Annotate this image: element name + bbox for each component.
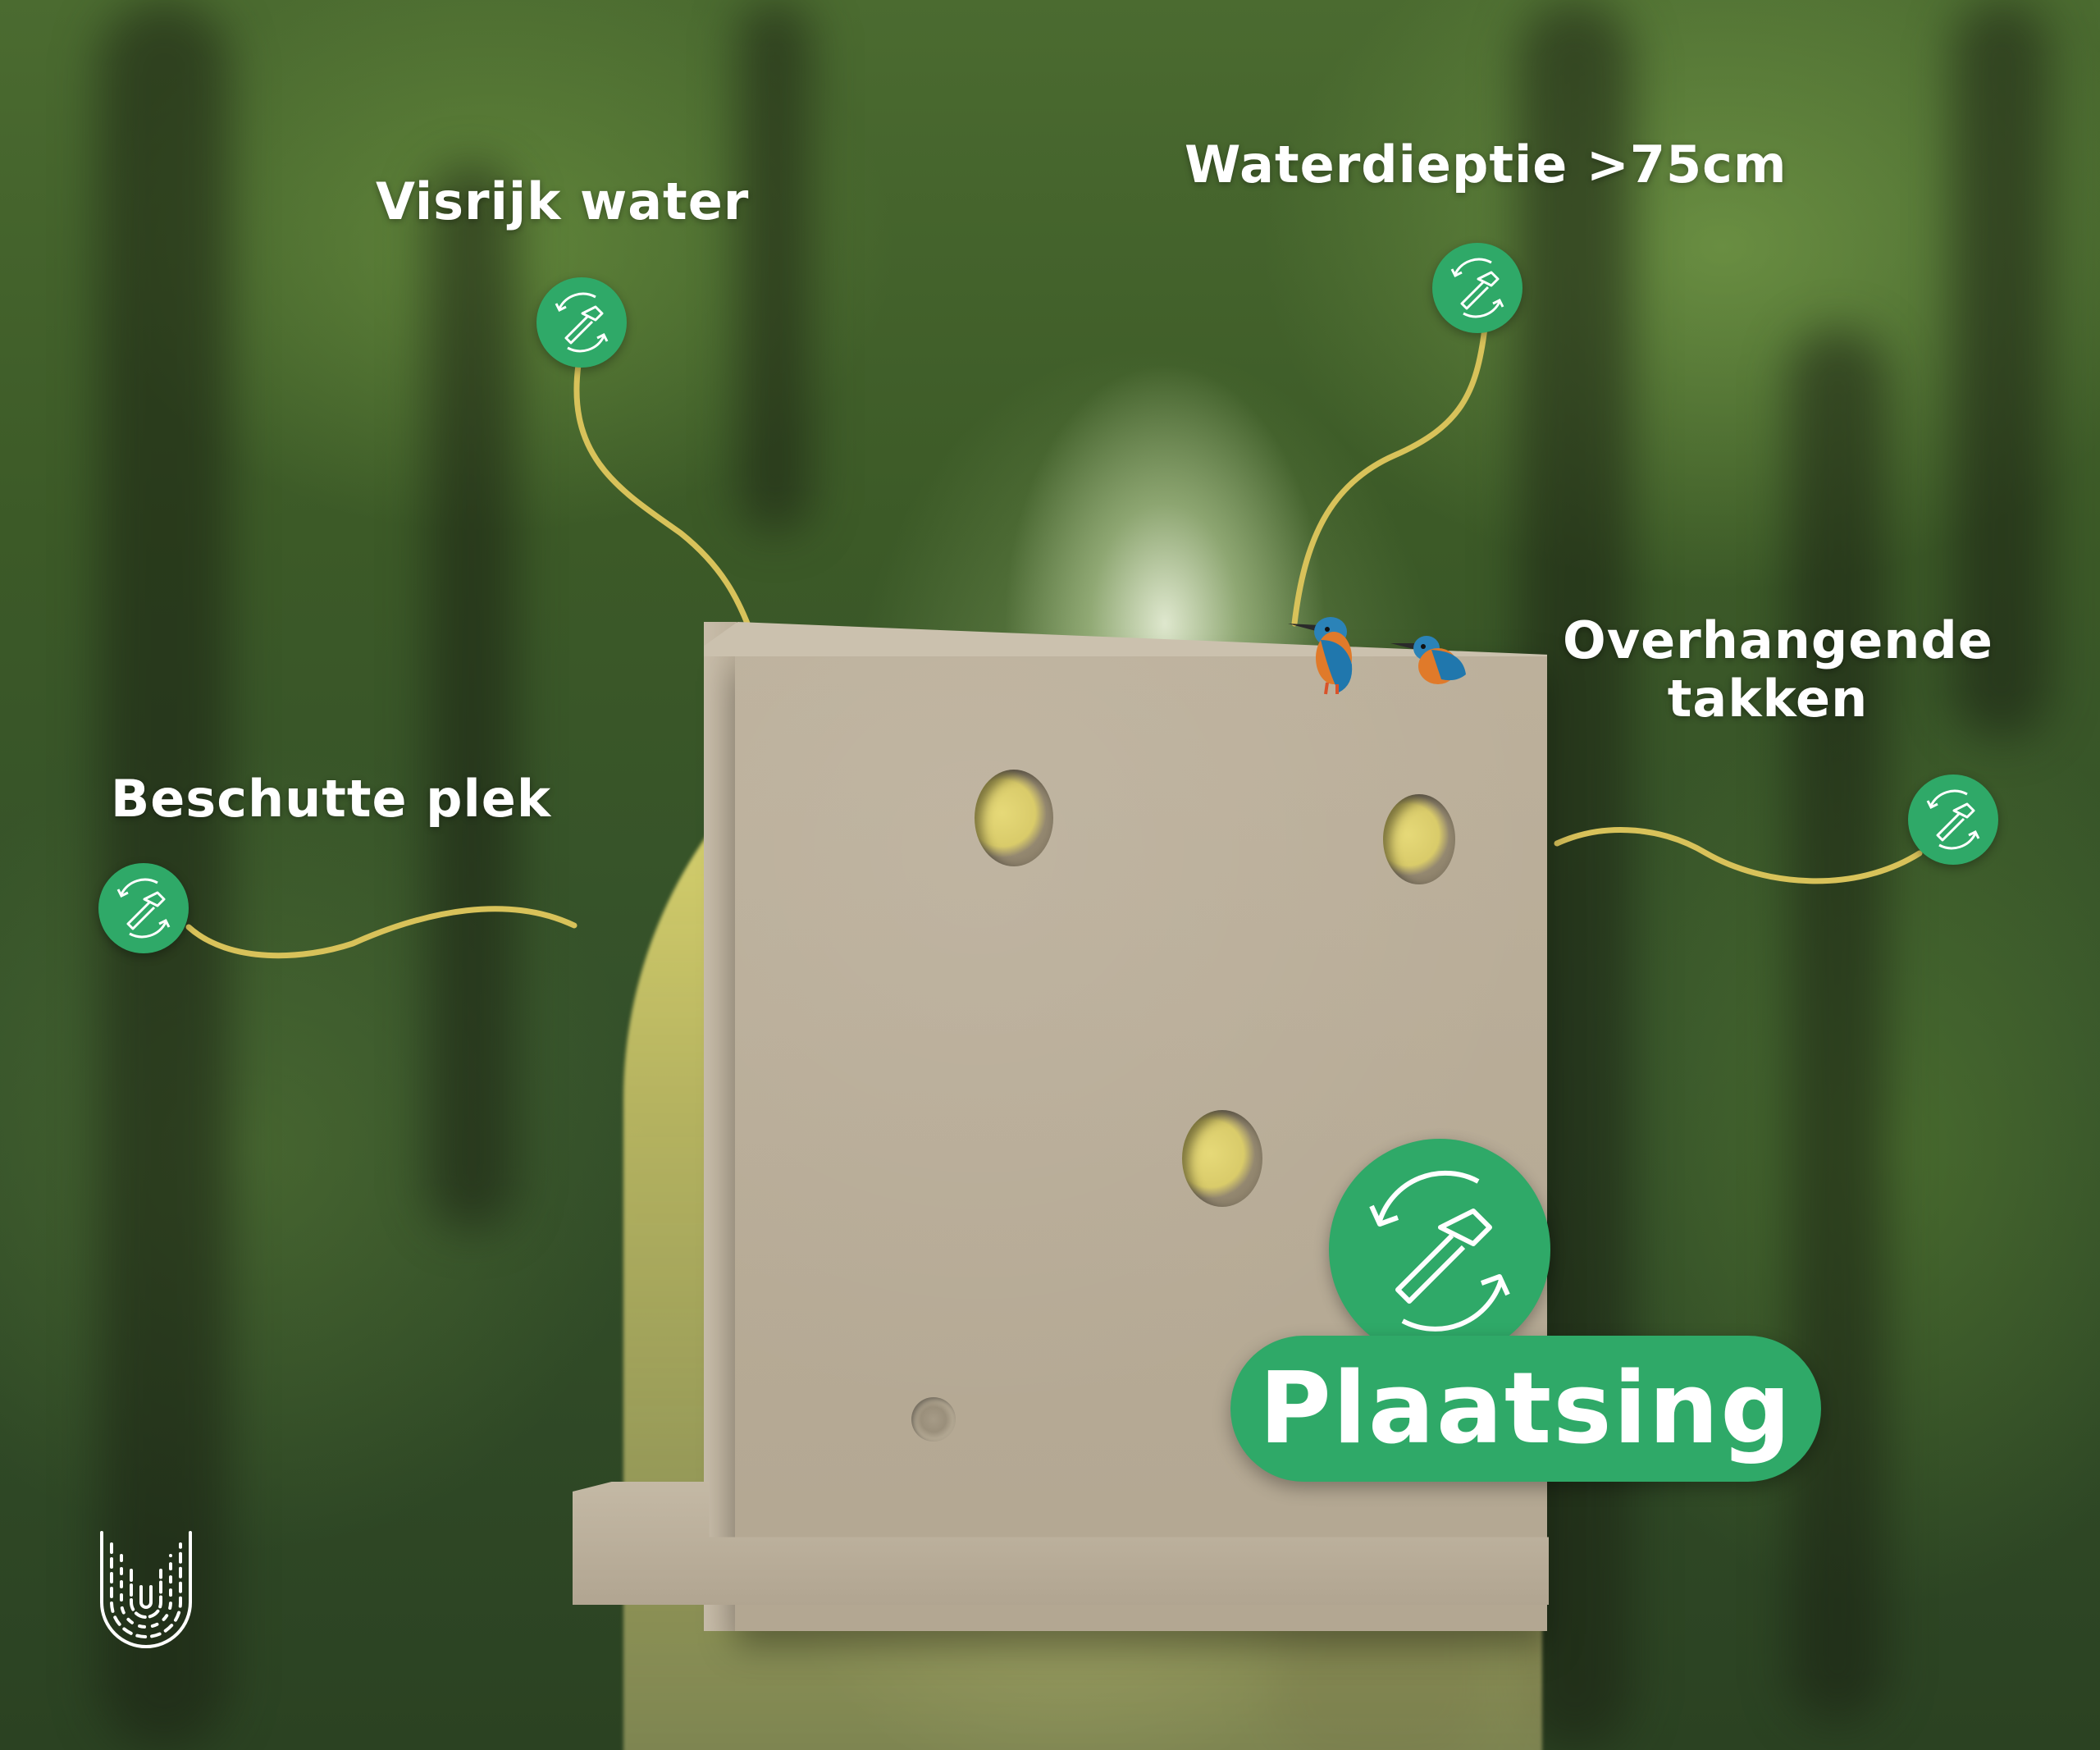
label-overhangende-takken: Overhangende takken <box>1563 610 1993 729</box>
label-waterdiepte: Waterdieptie >75cm <box>1185 135 1787 194</box>
entrance-hole <box>975 770 1053 866</box>
hammer-cycle-icon <box>98 863 189 953</box>
label-overhangende-line2: takken <box>1667 669 1869 729</box>
label-beschutte-plek: Beschutte plek <box>111 769 552 829</box>
hammer-cycle-icon <box>1432 243 1522 333</box>
brand-logo-icon <box>97 1524 195 1656</box>
plaatsing-badge: Plaatsing <box>1230 1336 1821 1482</box>
entrance-hole <box>1182 1110 1262 1207</box>
board-side-edge <box>704 622 737 1631</box>
hammer-cycle-icon <box>1908 774 1998 865</box>
hammer-cycle-icon <box>536 277 627 368</box>
label-visrijk-water: Visrijk water <box>376 171 750 231</box>
screw-hole <box>911 1397 956 1442</box>
label-overhangende-line1: Overhangende <box>1563 610 1993 670</box>
plaatsing-label: Plaatsing <box>1258 1351 1793 1466</box>
hammer-cycle-icon <box>1329 1139 1550 1360</box>
kingfisher-bird <box>1288 607 1370 697</box>
entrance-hole <box>1383 794 1455 884</box>
kingfisher-bird <box>1390 625 1468 691</box>
